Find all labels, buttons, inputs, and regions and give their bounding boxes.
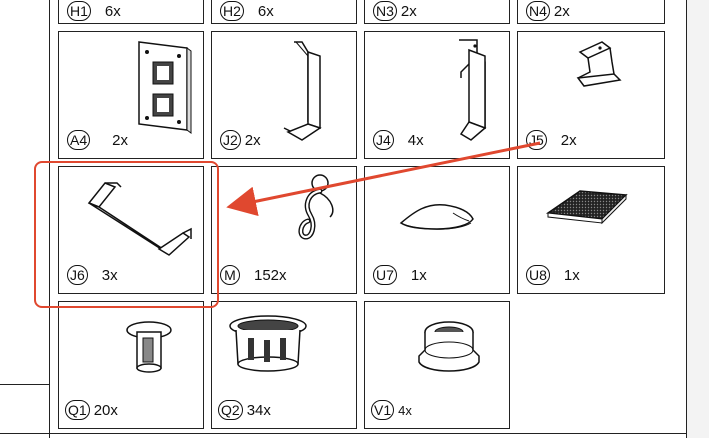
part-qty: 3x [101, 266, 118, 284]
part-qty: 2x [560, 131, 577, 149]
part-cell-u8: U8 1x [517, 166, 665, 294]
part-cell-j4: J4 4x [364, 31, 510, 159]
part-cell-j2: J2 2x [211, 31, 357, 159]
part-cell-h2: H2 6x [211, 0, 357, 24]
plug-icon [126, 321, 172, 373]
part-cell-a4: A4 2x [58, 31, 204, 159]
part-qty: 34x [246, 401, 271, 419]
part-cell-n3: N3 2x [364, 0, 510, 24]
part-code: V1 [371, 400, 395, 420]
part-qty: 2x [112, 131, 128, 149]
part-qty: 1x [410, 266, 427, 284]
part-code: H2 [220, 1, 244, 21]
part-code: N4 [526, 1, 550, 21]
part-code: J2 [220, 130, 241, 150]
part-code: J4 [373, 130, 394, 150]
part-cell-n4: N4 2x [517, 0, 665, 24]
part-qty: 4x [398, 402, 412, 418]
part-code: U8 [526, 265, 550, 285]
part-cell-j6: J6 3x [58, 166, 204, 294]
part-code: M [220, 265, 240, 285]
part-code: A4 [67, 130, 91, 150]
part-cell-m: M 152x [211, 166, 357, 294]
part-code: Q1 [65, 400, 90, 420]
part-cell-q1: Q1 20x [58, 301, 204, 429]
bottom-rule [0, 433, 687, 434]
long-bracket-icon [283, 41, 322, 141]
highlight-box [34, 161, 219, 308]
part-code: H1 [67, 1, 91, 21]
hook-bracket-icon [459, 39, 487, 141]
page-edge [687, 0, 709, 438]
part-cell-q2: Q2 34x [211, 301, 357, 429]
part-qty: 4x [407, 131, 424, 149]
part-cell-j5: J5 2x [517, 31, 665, 159]
part-code: J5 [526, 130, 547, 150]
right-border-line [686, 0, 687, 438]
left-border-line [49, 0, 50, 438]
small-bracket-icon [576, 41, 622, 87]
part-cell-u7: U7 1x [364, 166, 510, 294]
grommet-icon [229, 315, 307, 372]
part-code: N3 [373, 1, 397, 21]
part-cell-h1: H1 6x [58, 0, 204, 24]
part-code: Q2 [218, 400, 243, 420]
left-margin-rule [0, 384, 50, 385]
part-code: U7 [373, 265, 397, 285]
part-qty: 2x [400, 2, 417, 20]
sanding-pad-icon [545, 190, 628, 225]
part-code: J6 [67, 265, 88, 285]
part-qty: 2x [553, 2, 570, 20]
part-qty: 152x [254, 266, 287, 284]
part-qty: 6x [257, 2, 274, 20]
part-qty: 6x [104, 2, 121, 20]
part-cell-v1: V1 4x [364, 301, 510, 429]
support-bracket-icon [87, 182, 192, 256]
mounting-plate-icon [138, 41, 192, 134]
part-qty: 1x [563, 266, 580, 284]
cap-icon [418, 321, 480, 372]
part-qty: 2x [244, 131, 261, 149]
part-qty: 20x [93, 401, 118, 419]
